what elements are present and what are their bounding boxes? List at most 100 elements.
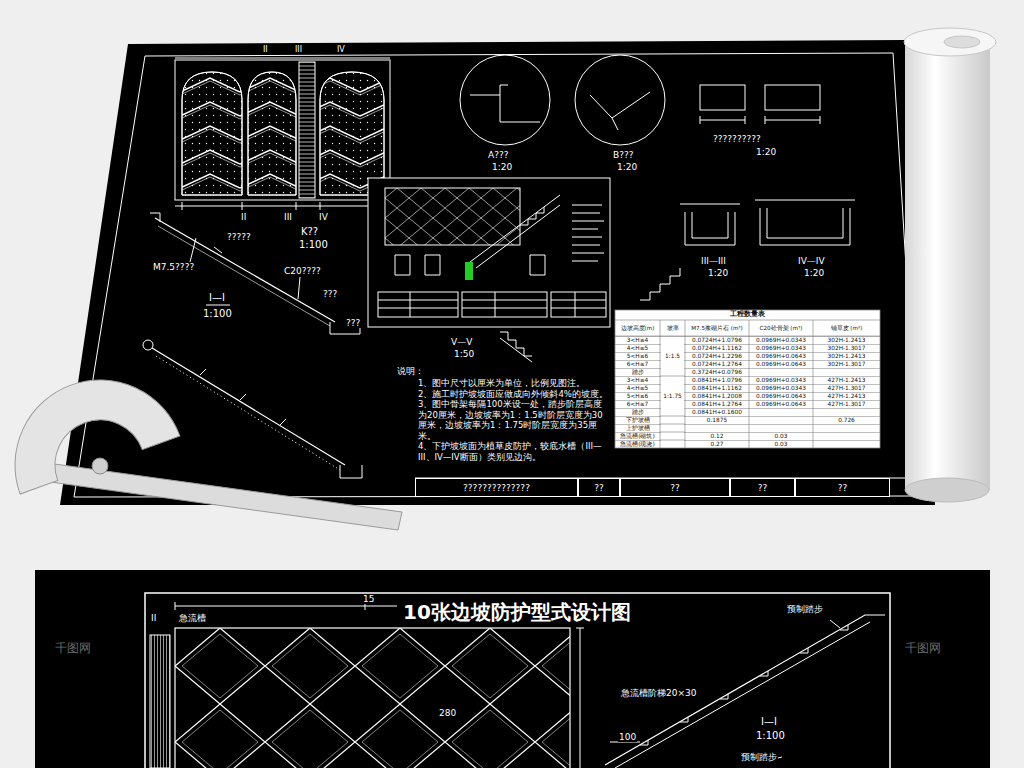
table-cell: 0.0724H+1.0796: [685, 336, 749, 344]
drawing-line: [640, 625, 848, 745]
drawing-line: [575, 55, 665, 145]
title-block-cell: ??????????????: [415, 478, 578, 497]
component-detail: [640, 85, 855, 300]
drawing-line: [150, 213, 160, 222]
drawing-line: [612, 118, 618, 130]
table-cell: 3<H≤4: [615, 336, 660, 344]
table-header: 边坡高度(m): [615, 320, 660, 336]
drawing-line: [182, 72, 242, 195]
note-text: 4、下护坡坡面为植草皮防护，较底水槽（III—III、IV—IV断面）类别见边沟…: [418, 441, 610, 462]
table-cell: 0.1875: [685, 416, 749, 424]
drawing-line: [175, 206, 390, 207]
cell-text: ??: [594, 483, 604, 493]
table-cell: 427H-1.2413: [813, 392, 880, 400]
table-cell: 1:1.75: [660, 376, 685, 416]
drawing-line: [905, 478, 989, 502]
detail-title: B???: [612, 150, 635, 160]
drawing-line: [460, 55, 550, 145]
dimension: 15: [362, 594, 375, 604]
drawing-line: [615, 622, 870, 768]
table-cell: 踏步: [615, 408, 660, 416]
drawing-line: [572, 205, 604, 261]
table-cell: 0.0969H+0.0643: [749, 360, 813, 368]
drawing-line: [92, 458, 108, 474]
scale-label: 1:20: [803, 268, 825, 278]
drawing-line: [156, 356, 340, 470]
cell-text: ??: [838, 483, 848, 493]
table-cell: 0.0969H+0.0643: [749, 392, 813, 400]
scale-label: 1:20: [755, 147, 777, 157]
section-mark: III: [283, 212, 293, 222]
table-header: 铺草皮 (m²): [813, 320, 880, 336]
drawing-line: [0, 356, 180, 494]
drawing-line: [500, 85, 508, 95]
drawing-line: [143, 340, 153, 350]
drawing-line: [700, 85, 745, 110]
table-cell: 4<H≤5: [615, 384, 660, 392]
drawing-line: [830, 620, 840, 628]
section-mark: II: [262, 45, 269, 54]
dimension: 100: [618, 732, 637, 742]
drawing-line: [470, 95, 540, 122]
drawing-title: 10张边坡防护型式设计图: [397, 599, 637, 626]
scale-label: 1:100: [298, 239, 329, 251]
drawing-line: [661, 337, 684, 447]
drawing-line: [248, 72, 296, 195]
drawing-line: [36, 462, 402, 530]
table-cell: 急流槽(砌筑): [615, 432, 660, 440]
drawing-line: [500, 338, 532, 362]
section-mark: IV: [318, 212, 329, 222]
watermark: 千图网: [55, 640, 91, 657]
cell-text: ??????????????: [463, 483, 530, 493]
drawing-sheet: [60, 40, 935, 505]
table-cell: 下护坡槽: [615, 416, 660, 424]
view-title: K??: [300, 226, 319, 238]
scale-label: 1:20: [707, 268, 729, 278]
table-cell: 302H-1.3017: [813, 344, 880, 352]
table-header: C20砼骨架 (m³): [749, 320, 813, 336]
section-title: IV—IV: [797, 256, 826, 266]
drawing-line: [182, 202, 384, 210]
drawing-line: [214, 247, 222, 253]
drawing-line: [368, 178, 610, 327]
drawing-line: [551, 292, 606, 317]
drawing-line: [590, 92, 650, 118]
table-cell: 0.03: [749, 432, 813, 440]
drawing-line: [206, 305, 230, 306]
drawing-line: [150, 635, 170, 768]
table-cell: 427H-1.3017: [813, 400, 880, 408]
drawing-line: [576, 628, 584, 768]
drawing-line: [465, 262, 473, 280]
drawing-line: [470, 195, 560, 268]
title-block-cell: ??: [795, 478, 890, 497]
scale-label: 1:100: [202, 308, 233, 320]
callout: ?????: [226, 232, 252, 242]
section-title: I—I: [760, 716, 778, 728]
section-title: III—III: [700, 256, 727, 266]
note-text: 1、图中尺寸以厘米为单位，比例见图注。: [418, 378, 610, 389]
table-cell: 0.0969H+0.0643: [749, 400, 813, 408]
table-cell: 0.0969H+0.0343: [749, 336, 813, 344]
callout: M7.5????: [152, 262, 195, 272]
quantity-table: [615, 310, 880, 448]
drawing-line: [320, 72, 384, 195]
section-mark: IV: [336, 45, 346, 54]
table-cell: 6<H≤7: [615, 360, 660, 368]
table-cell: 0.12: [685, 432, 749, 440]
table-cell: 302H-1.2413: [813, 352, 880, 360]
table-cell: 0.27: [685, 440, 749, 448]
table-cell: 0.0969H+0.0643: [749, 352, 813, 360]
table-cell: 0.0724H+1.1162: [685, 344, 749, 352]
table-title: 工程数量表: [615, 310, 880, 320]
table-cell: 0.0841H+1.2008: [685, 392, 749, 400]
callout: C20????: [283, 266, 322, 276]
table-cell: 427H-1.3017: [813, 384, 880, 392]
drawing-line: [680, 200, 855, 204]
drawing-line: [175, 58, 390, 59]
drawing-line: [462, 292, 547, 317]
table-cell: 0.03: [749, 440, 813, 448]
part-label: 预制踏步: [786, 604, 824, 614]
drawing-line: [640, 268, 680, 300]
table-header: M7.5浆砌片石 (m³): [685, 320, 749, 336]
